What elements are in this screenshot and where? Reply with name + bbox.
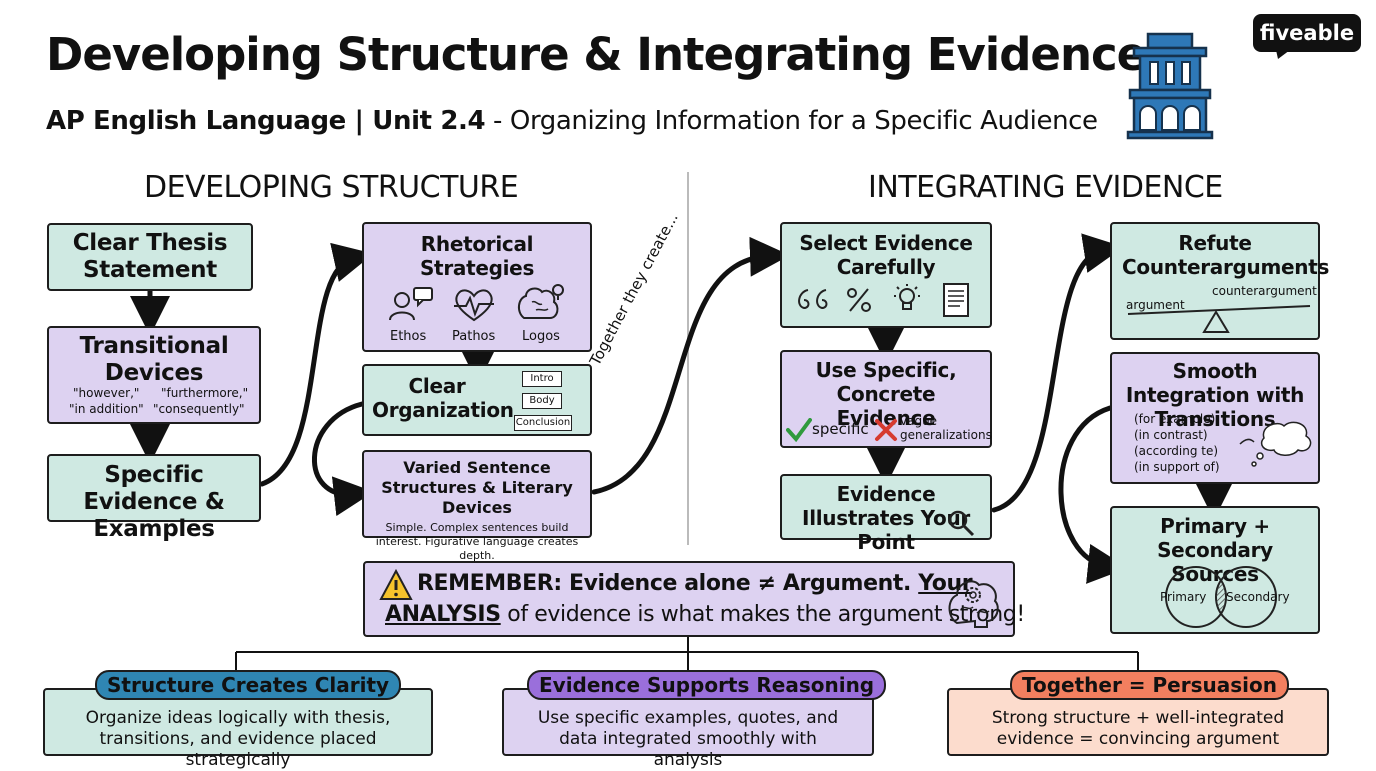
concrete-evidence-label: Use Specific, Concrete Evidence [815, 358, 957, 430]
phrase-in-support: (in support of) [1134, 460, 1220, 474]
arrow-specific-rhetorical [259, 242, 374, 487]
cross-icon [875, 419, 897, 441]
specific-evidence-box: Specific Evidence & Examples [47, 454, 261, 542]
section-heading-evidence: INTEGRATING EVIDENCE [868, 170, 1223, 205]
percent-icon [847, 288, 871, 312]
phrase-for-example: (for example) [1134, 412, 1216, 426]
takeaway-pill-evidence: Evidence Supports Reasoning [527, 670, 887, 700]
remember-lead: REMEMBER: Evidence alone ≠ Argument. [417, 571, 911, 596]
lightbulb-icon [894, 284, 920, 310]
phrase-in-contrast: (in contrast) [1134, 428, 1208, 442]
thesis-label: Clear Thesis Statement [72, 230, 228, 283]
remember-banner: REMEMBER: Evidence alone ≠ Argument. You… [363, 561, 1025, 637]
select-evidence-box: Select Evidence Carefully [780, 222, 992, 328]
brand-logo: fiveable [1253, 14, 1361, 52]
takeaway-pill-structure: Structure Creates Clarity [95, 670, 402, 700]
outline-intro: Intro [522, 371, 562, 387]
concrete-evidence-box: Use Specific, Concrete Evidence specific… [780, 350, 992, 448]
section-heading-structure: DEVELOPING STRUCTURE [144, 170, 519, 205]
rhetorical-box: Rhetorical Strategies Ethos Pathos Logos [362, 222, 592, 352]
illustrates-box: Evidence Illustrates Your Point [780, 474, 992, 554]
varied-label: Varied Sentence Structures & Literary De… [381, 458, 573, 517]
pathos-label: Pathos [452, 329, 496, 344]
secondary-tag: Secondary [1226, 590, 1290, 604]
remember-rest: of evidence is what makes the argument s… [507, 602, 1025, 627]
select-evidence-label: Select Evidence Carefully [799, 231, 973, 279]
organization-box: Clear Organization Intro Body Conclusion [362, 364, 592, 436]
remember-line2: ANALYSIS of evidence is what makes the a… [385, 602, 1025, 627]
illustrates-label: Evidence Illustrates Your Point [802, 482, 970, 554]
brand-tail [1276, 50, 1290, 59]
outline-body: Body [522, 393, 562, 409]
quote-icon [798, 289, 828, 310]
page-subtitle: AP English Language | Unit 2.4 - Organiz… [46, 106, 1098, 136]
varied-note: Simple. Complex sentences build interest… [375, 521, 579, 562]
balance-icon [1127, 305, 1311, 333]
refute-box: Refute Counterarguments argument counter… [1110, 222, 1330, 340]
venn-diagram-icon [1165, 566, 1277, 628]
organization-label: Clear Organization [372, 374, 514, 422]
arrow-organization-varied [311, 401, 374, 517]
transitional-ex4: "consequently" [153, 402, 245, 416]
sources-label: Primary + Secondary Sources [1157, 514, 1273, 586]
takeaway-structure-text: Organize ideas logically with thesis, tr… [85, 708, 391, 770]
brand-name: fiveable [1259, 21, 1355, 45]
subtitle-topic: - Organizing Information for a Specific … [485, 106, 1098, 136]
takeaway-persuasion-text: Strong structure + well-integrated evide… [991, 708, 1285, 749]
varied-box: Varied Sentence Structures & Literary De… [362, 450, 592, 562]
thought-bubble-icon [1239, 421, 1312, 467]
primary-tag: Primary [1160, 590, 1207, 604]
checkmark-icon [786, 418, 812, 442]
transitional-ex2: "furthermore," [161, 386, 249, 400]
arrow-varied-select [591, 236, 790, 495]
outline-conclusion: Conclusion [514, 415, 572, 431]
transitional-label: Transitional Devices [79, 333, 229, 386]
counterargument-tag: counterargument [1212, 284, 1317, 298]
warning-icon [379, 569, 413, 600]
takeaway-evidence-text: Use specific examples, quotes, and data … [537, 708, 839, 770]
smooth-box: Smooth Integration with Transitions (for… [1110, 352, 1320, 484]
refute-label: Refute Counterarguments [1122, 231, 1330, 279]
argument-tag: argument [1126, 298, 1185, 312]
transitional-ex1: "however," [73, 386, 140, 400]
brain-gear-icon [948, 580, 999, 628]
remember-analysis: ANALYSIS [385, 602, 501, 627]
logos-icon [518, 284, 564, 319]
subtitle-unit: AP English Language | Unit 2.4 [46, 106, 486, 136]
phrase-according: (according te) [1134, 444, 1219, 458]
ethos-label: Ethos [390, 329, 427, 344]
page-title: Developing Structure & Integrating Evide… [46, 28, 1147, 81]
specific-evidence-label: Specific Evidence & Examples [83, 462, 225, 542]
logos-label: Logos [522, 329, 560, 344]
rhetorical-label: Rhetorical Strategies [419, 232, 535, 280]
transitional-box: Transitional Devices "however," "further… [47, 326, 261, 424]
document-icon [943, 283, 969, 317]
sources-box: Primary + Secondary Sources Primary Seco… [1110, 506, 1320, 634]
smooth-label: Smooth Integration with Transitions [1125, 359, 1305, 431]
ethos-icon [389, 287, 433, 321]
pathos-icon [454, 289, 494, 322]
thesis-box: Clear Thesis Statement [47, 223, 253, 291]
arrow-smooth-sources-side [1058, 405, 1128, 584]
takeaway-pill-persuasion: Together = Persuasion [1010, 670, 1289, 700]
remember-line1: REMEMBER: Evidence alone ≠ Argument. You… [417, 571, 973, 596]
magnifier-icon [948, 510, 975, 537]
specific-tag: specific [812, 420, 869, 438]
arrow-illustrates-refute [991, 233, 1124, 513]
building-icon [1126, 32, 1214, 140]
vague-tag: vague generalizations [900, 414, 992, 442]
transitional-ex3: "in addition" [69, 402, 144, 416]
